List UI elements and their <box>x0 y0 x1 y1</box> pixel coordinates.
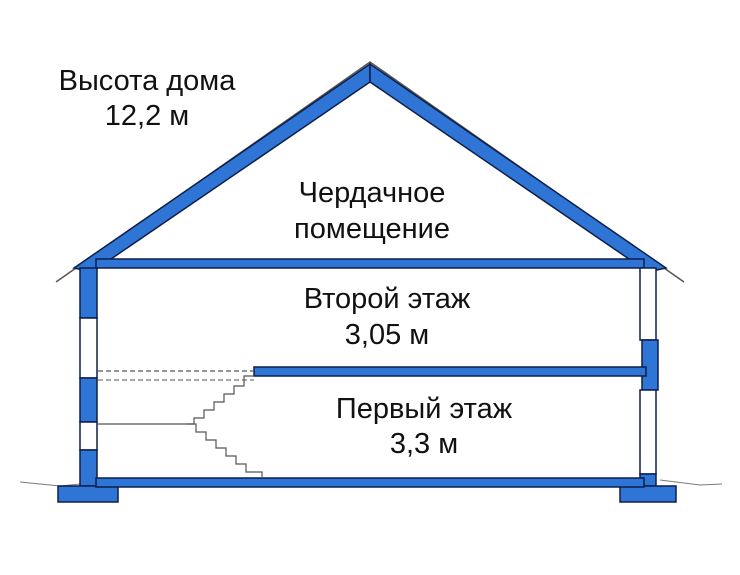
house-height-title: Высота дома <box>59 65 237 97</box>
first-floor-slab <box>95 477 645 488</box>
attic-floor-slab <box>95 258 645 269</box>
house-height-value: 12,2 м <box>105 100 189 132</box>
left-wall <box>79 267 98 487</box>
first-floor-name: Первый этаж <box>336 393 513 425</box>
attic-label-line1: Чердачное <box>299 177 446 209</box>
second-floor-height: 3,05 м <box>345 319 429 351</box>
right-foundation <box>619 485 677 503</box>
first-floor-height: 3,3 м <box>390 428 458 460</box>
attic-label-line2: помещение <box>294 213 450 245</box>
second-floor-slab <box>253 366 647 377</box>
second-floor-name: Второй этаж <box>304 283 471 315</box>
right-wall <box>639 267 659 487</box>
staircase <box>98 375 263 478</box>
roof-rafters <box>72 62 668 273</box>
left-foundation <box>57 485 119 503</box>
